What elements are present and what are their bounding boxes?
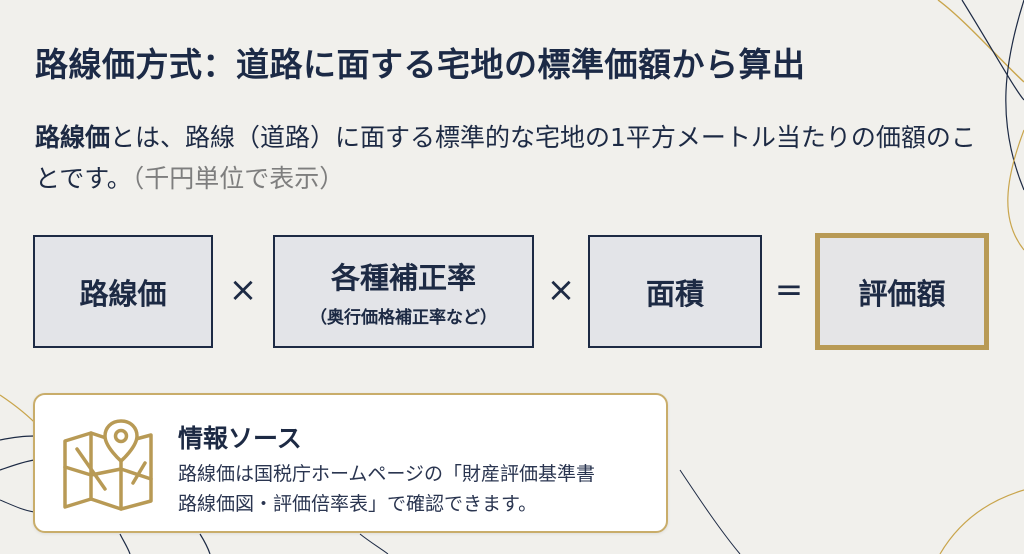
info-source-line-2: 路線価図・評価倍率表」で確認できます。 xyxy=(178,493,538,515)
formula-box-adjustment-rates-sub: （奥行価格補正率など） xyxy=(310,308,497,328)
map-pin-icon xyxy=(63,419,153,511)
intro-note: （千円単位で表示） xyxy=(131,164,345,193)
formula-box-area-label: 面積 xyxy=(645,276,704,311)
intro-term: 路線価 xyxy=(35,123,111,152)
multiply-operator-1: × xyxy=(228,270,258,310)
equals-operator: = xyxy=(774,270,804,310)
intro-text: とは、路線（道路）に面する標準的な宅地の1平方メートル当たりの価額のことです。 xyxy=(35,123,976,193)
formula-box-route-price: 路線価 xyxy=(33,235,213,348)
intro-paragraph: 路線価とは、路線（道路）に面する標準的な宅地の1平方メートル当たりの価額のことで… xyxy=(35,117,985,199)
info-source-card: 情報ソース 路線価は国税庁ホームページの「財産評価基準書 路線価図・評価倍率表」… xyxy=(33,393,668,533)
info-source-title: 情報ソース xyxy=(178,424,302,453)
info-source-line-1: 路線価は国税庁ホームページの「財産評価基準書 xyxy=(178,463,596,485)
page-title: 路線価方式：道路に面する宅地の標準価額から算出 xyxy=(35,45,806,84)
info-source-body: 路線価は国税庁ホームページの「財産評価基準書 路線価図・評価倍率表」で確認できま… xyxy=(178,459,658,519)
formula-box-route-price-label: 路線価 xyxy=(79,276,167,311)
multiply-operator-2: × xyxy=(546,270,576,310)
formula-box-adjustment-rates-label: 各種補正率 xyxy=(330,261,476,295)
formula-box-result: 評価額 xyxy=(815,233,989,350)
formula-box-adjustment-rates: 各種補正率 （奥行価格補正率など） xyxy=(273,235,534,348)
formula-box-result-label: 評価額 xyxy=(858,276,946,311)
formula-box-area: 面積 xyxy=(588,235,762,348)
